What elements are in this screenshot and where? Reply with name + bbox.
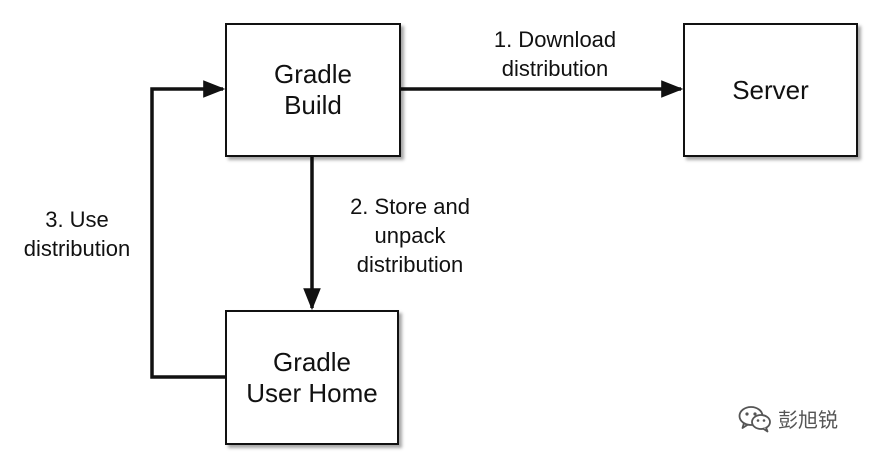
node-gradle-user-home: Gradle User Home xyxy=(225,310,399,445)
node-label-line: Build xyxy=(284,90,342,120)
node-label-line: Gradle xyxy=(272,346,352,377)
edge-label-line: unpack xyxy=(374,223,446,248)
edge-label-line: 1. Download xyxy=(493,27,617,52)
watermark-text: 彭旭锐 xyxy=(778,410,838,432)
node-label-line: User Home xyxy=(246,377,378,408)
node-label-line: Gradle xyxy=(273,59,353,89)
node-gradle-build: Gradle Build xyxy=(225,23,401,157)
edge-label-store: 2. Store and unpack distribution xyxy=(320,192,500,279)
watermark: 彭旭锐 xyxy=(738,404,838,433)
arrow-use xyxy=(150,80,226,379)
edge-label-use: 3. Use distribution xyxy=(0,205,154,263)
node-server: Server xyxy=(683,23,858,157)
node-label-line: Server xyxy=(732,74,809,105)
wechat-icon xyxy=(738,405,771,432)
edge-label-line: distribution xyxy=(501,56,609,81)
edge-label-line: distribution xyxy=(23,236,131,261)
edge-label-download: 1. Download distribution xyxy=(460,25,650,83)
edge-label-line: distribution xyxy=(356,252,464,277)
edge-label-line: 3. Use xyxy=(45,207,109,232)
edge-label-line: 2. Store and xyxy=(350,194,470,219)
